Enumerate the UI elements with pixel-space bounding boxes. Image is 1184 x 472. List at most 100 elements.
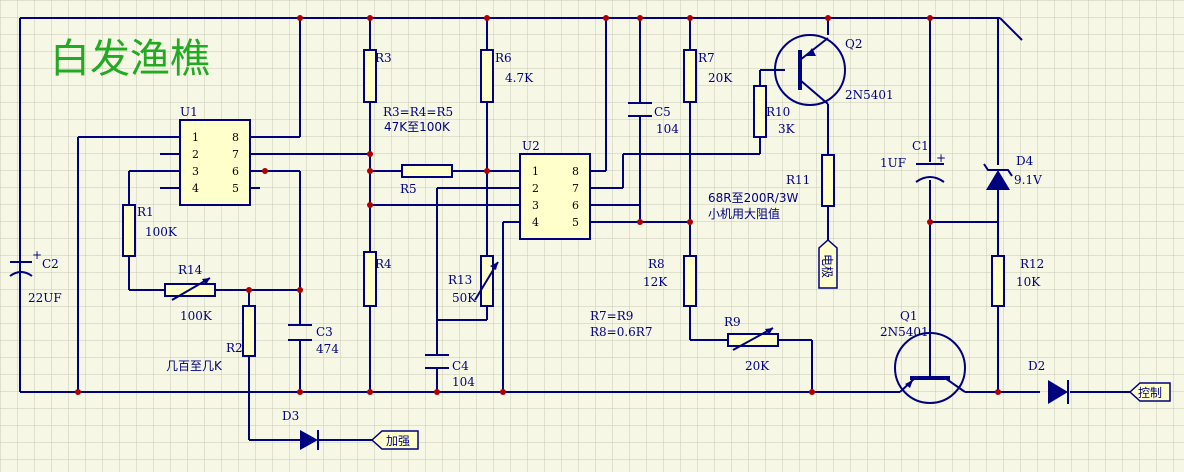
resistor-r7: [683, 49, 697, 103]
svg-text:20K: 20K: [745, 359, 770, 373]
svg-text:R5: R5: [400, 182, 417, 196]
u1-label: U1: [180, 105, 198, 119]
svg-text:474: 474: [316, 342, 339, 356]
svg-text:20K: 20K: [708, 71, 733, 85]
svg-text:Q1: Q1: [900, 309, 917, 323]
svg-text:8: 8: [232, 131, 239, 144]
resistor-r10: [753, 85, 767, 138]
svg-text:12K: 12K: [643, 275, 668, 289]
svg-text:3: 3: [532, 199, 539, 212]
resistor-r1: [122, 204, 136, 257]
svg-text:5: 5: [232, 182, 239, 195]
svg-text:R11: R11: [786, 173, 810, 187]
diode-d2: [1048, 380, 1068, 404]
resistor-r6: [480, 49, 494, 103]
svg-text:104: 104: [656, 122, 679, 136]
svg-text:1UF: 1UF: [880, 156, 906, 170]
capacitors: + +: [9, 102, 946, 369]
svg-text:D3: D3: [282, 409, 299, 423]
svg-text:47K至100K: 47K至100K: [384, 120, 451, 134]
svg-text:C5: C5: [654, 105, 671, 119]
diodes: [300, 163, 1069, 450]
svg-text:R8: R8: [648, 257, 665, 271]
port-control: [1128, 382, 1171, 402]
svg-text:1: 1: [192, 131, 199, 144]
svg-text:+: +: [936, 151, 946, 165]
junction-dots: [75, 15, 1001, 395]
svg-text:104: 104: [452, 375, 475, 389]
svg-text:小机用大阻值: 小机用大阻值: [708, 206, 780, 221]
svg-text:R14: R14: [178, 263, 203, 277]
svg-text:电极: 电极: [820, 254, 834, 278]
svg-text:50K: 50K: [452, 291, 477, 305]
resistor-r5: [401, 164, 453, 178]
svg-text:C2: C2: [42, 257, 59, 271]
port-output: [818, 238, 838, 289]
svg-text:8: 8: [572, 165, 579, 178]
resistor-r2: [242, 305, 256, 357]
svg-text:R7=R9: R7=R9: [590, 309, 633, 323]
svg-text:2: 2: [192, 148, 199, 161]
ic-u2: U2 1 2 3 4 8 7 6 5: [519, 139, 591, 240]
svg-text:2N5401: 2N5401: [845, 88, 894, 102]
svg-text:7: 7: [232, 148, 239, 161]
svg-text:R3: R3: [375, 51, 392, 65]
svg-text:R8=0.6R7: R8=0.6R7: [590, 325, 652, 339]
svg-text:4: 4: [532, 216, 539, 229]
resistor-r3: [363, 49, 377, 103]
resistor-r4: [363, 251, 377, 307]
port-boost: [370, 430, 419, 450]
svg-text:5: 5: [572, 216, 579, 229]
svg-text:R3=R4=R5: R3=R4=R5: [383, 105, 453, 119]
svg-text:R9: R9: [724, 315, 741, 329]
svg-text:9.1V: 9.1V: [1014, 173, 1042, 187]
svg-text:R13: R13: [448, 273, 472, 287]
svg-text:控制: 控制: [1138, 386, 1162, 400]
svg-text:R7: R7: [698, 51, 715, 65]
resistor-r12: [991, 255, 1005, 307]
svg-text:4.7K: 4.7K: [505, 71, 534, 85]
svg-text:C4: C4: [452, 359, 469, 373]
svg-text:22UF: 22UF: [28, 291, 62, 305]
title-text: 白发渔樵: [50, 36, 210, 82]
svg-text:3: 3: [192, 165, 199, 178]
diode-d3: [300, 430, 318, 450]
transistor-q2: [774, 34, 846, 106]
resistors: [122, 49, 1005, 357]
svg-text:D4: D4: [1016, 154, 1034, 168]
svg-text:6: 6: [232, 165, 239, 178]
resistor-r11: [821, 154, 835, 207]
svg-text:C1: C1: [912, 139, 929, 153]
svg-text:加强: 加强: [386, 434, 410, 448]
svg-text:4: 4: [192, 182, 199, 195]
u2-label: U2: [522, 139, 540, 153]
svg-text:R10: R10: [766, 105, 790, 119]
svg-text:7: 7: [572, 182, 579, 195]
svg-text:68R至200R/3W: 68R至200R/3W: [708, 191, 799, 205]
ic-u1: U1 1 2 3 4 8 7 6 5: [160, 105, 260, 206]
svg-text:6: 6: [572, 199, 579, 212]
svg-text:+: +: [32, 248, 42, 262]
component-labels: R1 100K R2 几百至几K R3 R4 R5 R3=R4=R5 47K至1…: [28, 37, 1045, 423]
resistor-r8: [683, 255, 697, 307]
svg-text:R1: R1: [137, 205, 154, 219]
svg-text:10K: 10K: [1016, 275, 1041, 289]
svg-text:100K: 100K: [145, 225, 178, 239]
svg-text:R2: R2: [226, 341, 243, 355]
svg-text:100K: 100K: [180, 309, 213, 323]
svg-text:1: 1: [532, 165, 539, 178]
zener-d4: [986, 170, 1010, 190]
svg-text:C3: C3: [316, 325, 333, 339]
svg-text:R12: R12: [1020, 257, 1044, 271]
ports: 加强 控制 电极: [370, 238, 1171, 450]
transistor-q1: [894, 332, 966, 404]
svg-text:R4: R4: [375, 257, 392, 271]
svg-text:几百至几K: 几百至几K: [166, 359, 223, 373]
svg-text:Q2: Q2: [845, 37, 862, 51]
svg-text:D2: D2: [1028, 359, 1045, 373]
svg-text:3K: 3K: [778, 122, 796, 136]
svg-text:R6: R6: [495, 51, 512, 65]
